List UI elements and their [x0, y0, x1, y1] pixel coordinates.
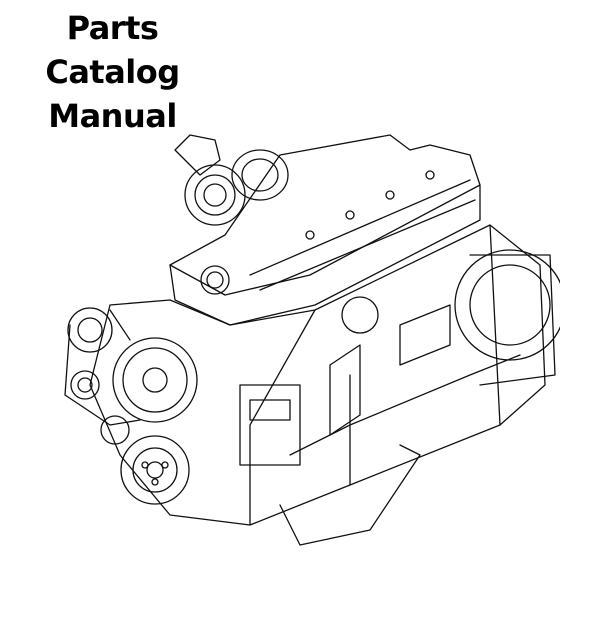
flywheel-housing-drawing — [454, 249, 560, 386]
title-line-2: Manual — [48, 97, 177, 135]
document-title: Parts Catalog Manual — [0, 6, 225, 138]
engine-block-drawing — [89, 224, 546, 526]
title-line-1: Parts Catalog — [45, 9, 180, 91]
oil-pan-drawing — [279, 444, 421, 546]
engine-illustration — [64, 134, 560, 546]
pulleys-drawing — [64, 307, 198, 505]
turbocharger-drawing — [174, 134, 289, 226]
cylinder-head-drawing — [169, 134, 481, 326]
